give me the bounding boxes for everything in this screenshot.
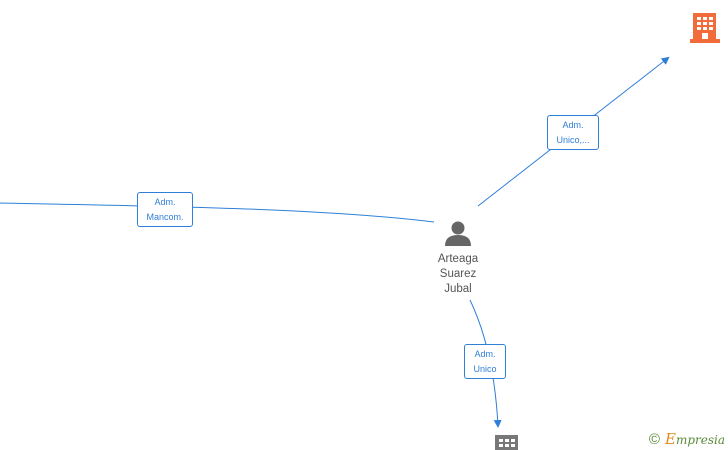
building-icon[interactable] xyxy=(495,435,518,450)
edge-label-left[interactable]: Adm. Mancom. xyxy=(137,192,193,227)
person-name-line: Suarez xyxy=(439,268,477,280)
edge-label-line: Adm. xyxy=(154,197,176,207)
brand-name: mpresia xyxy=(675,433,725,447)
edge-label-bottom[interactable]: Adm. Unico xyxy=(464,344,506,379)
brand-logo: Empresia xyxy=(665,430,725,448)
watermark: © Empresia xyxy=(649,430,725,448)
edge-label-line: Adm. xyxy=(562,120,584,130)
edge-label-top-right[interactable]: Adm. Unico,... xyxy=(547,115,599,150)
person-icon[interactable] xyxy=(445,221,471,247)
brand-initial: E xyxy=(664,430,676,448)
building-icon[interactable] xyxy=(690,13,720,43)
edge-label-line: Unico,... xyxy=(556,135,590,145)
edge-line-left[interactable] xyxy=(0,202,435,223)
copyright-symbol: © xyxy=(648,430,660,448)
person-name[interactable]: Arteaga Suarez Jubal xyxy=(418,252,498,297)
edge-label-line: Unico xyxy=(473,364,497,374)
edge-label-line: Adm. xyxy=(474,349,496,359)
edge-label-line: Mancom. xyxy=(146,212,184,222)
person-name-line: Jubal xyxy=(444,283,472,295)
person-name-line: Arteaga xyxy=(437,253,479,265)
